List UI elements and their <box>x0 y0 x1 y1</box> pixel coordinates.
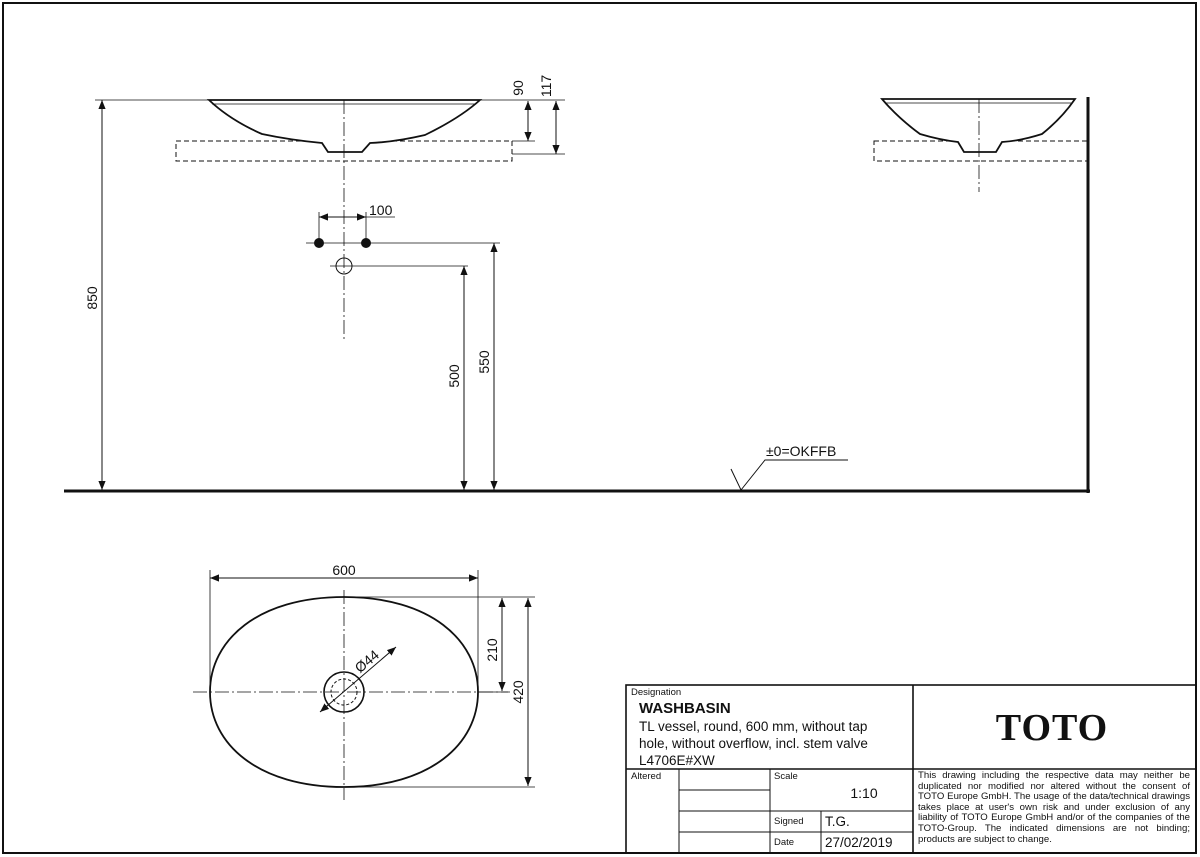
dim-label-550: 550 <box>476 350 492 374</box>
scale-value: 1:10 <box>850 785 877 801</box>
plan-view <box>193 570 535 800</box>
altered-label: Altered <box>631 771 661 782</box>
designation-label: Designation <box>631 687 681 698</box>
level-marker <box>730 459 848 491</box>
diameter-leader <box>319 646 397 713</box>
side-basin-profile <box>880 98 1077 153</box>
dim-label-100: 100 <box>369 202 393 218</box>
dim-label-117: 117 <box>538 75 554 98</box>
description-line-1: TL vessel, round, 600 mm, without tap <box>639 719 867 734</box>
dim-label-210: 210 <box>484 638 500 662</box>
dim-label-diameter: Ø44 <box>352 646 383 675</box>
date-value: 27/02/2019 <box>825 835 893 850</box>
supply-point-left <box>314 238 324 248</box>
dim-label-500: 500 <box>446 364 462 388</box>
title-block <box>625 684 1197 854</box>
drawing-title: WASHBASIN <box>639 700 731 717</box>
description-line-3: L4706E#XW <box>639 753 715 768</box>
scale-label: Scale <box>774 771 798 782</box>
front-elevation-view <box>64 97 1090 493</box>
date-label: Date <box>774 837 794 848</box>
signed-label: Signed <box>774 816 804 827</box>
floor-reference-label: ±0=OKFFB <box>766 443 836 459</box>
dim-label-850: 850 <box>84 286 100 310</box>
basin-profile <box>206 99 483 153</box>
dim-label-600: 600 <box>332 562 356 578</box>
toto-logo: TOTO <box>996 707 1108 749</box>
description-line-2: hole, without overflow, incl. stem valve <box>639 736 868 751</box>
dim-label-420: 420 <box>510 680 526 704</box>
side-elevation-view <box>873 98 1089 192</box>
supply-point-right <box>361 238 371 248</box>
disclaimer-text: This drawing including the respective da… <box>918 770 1190 845</box>
signed-value: T.G. <box>825 814 850 829</box>
dim-label-90: 90 <box>510 80 526 96</box>
